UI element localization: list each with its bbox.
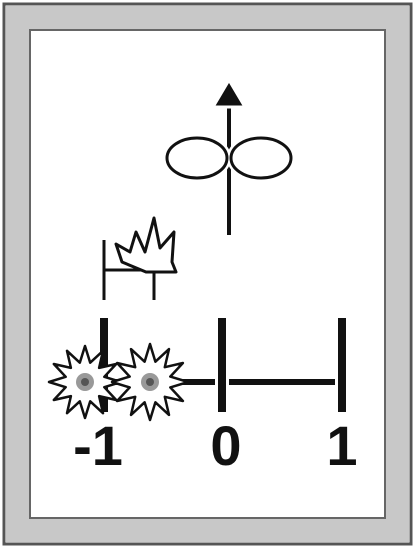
tick-label-minus-1: -1 bbox=[73, 414, 123, 477]
tick-label-0: 0 bbox=[210, 414, 241, 477]
tick-label-1: 1 bbox=[326, 414, 357, 477]
